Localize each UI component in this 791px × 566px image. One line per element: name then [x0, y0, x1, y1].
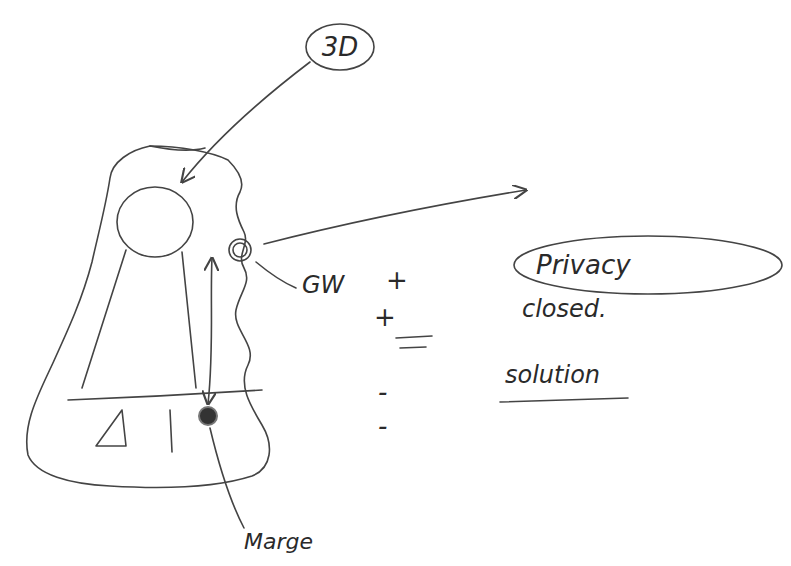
note-text: -	[378, 412, 387, 441]
gateway-down-arrow	[208, 258, 212, 404]
note-text: closed.	[522, 296, 607, 322]
underline	[400, 347, 426, 348]
note-text: +	[386, 266, 408, 295]
head-oval	[117, 187, 193, 257]
body-top-edge	[150, 146, 205, 150]
body-outline	[27, 146, 270, 487]
marker-dot	[199, 407, 217, 425]
figure-left-side	[82, 250, 126, 388]
note-text: +	[374, 303, 396, 332]
ellipse-node: 3D	[304, 22, 376, 72]
note-text: solution	[505, 362, 600, 388]
underline	[500, 398, 628, 402]
ellipse-stroke	[306, 24, 374, 70]
gateway-ring	[229, 239, 251, 261]
small-triangle	[96, 410, 126, 446]
ground-line	[68, 390, 262, 400]
ellipse-node: Privacy	[512, 234, 784, 296]
pointer-arrow-3d	[182, 62, 310, 182]
note-text: Marge	[244, 530, 313, 554]
gw-leader	[256, 262, 296, 288]
gateway-arrow	[264, 190, 526, 244]
ellipse-stroke	[514, 236, 782, 294]
note-text: GW	[302, 272, 344, 298]
node-text: Privacy	[536, 250, 631, 280]
gateway-ring-inner	[233, 243, 247, 257]
note-text: -	[378, 378, 387, 407]
node-text: 3D	[322, 32, 359, 62]
marker-leader	[210, 428, 244, 528]
figure-right-side	[182, 252, 196, 388]
stand-line	[170, 410, 172, 452]
underline	[396, 336, 432, 338]
